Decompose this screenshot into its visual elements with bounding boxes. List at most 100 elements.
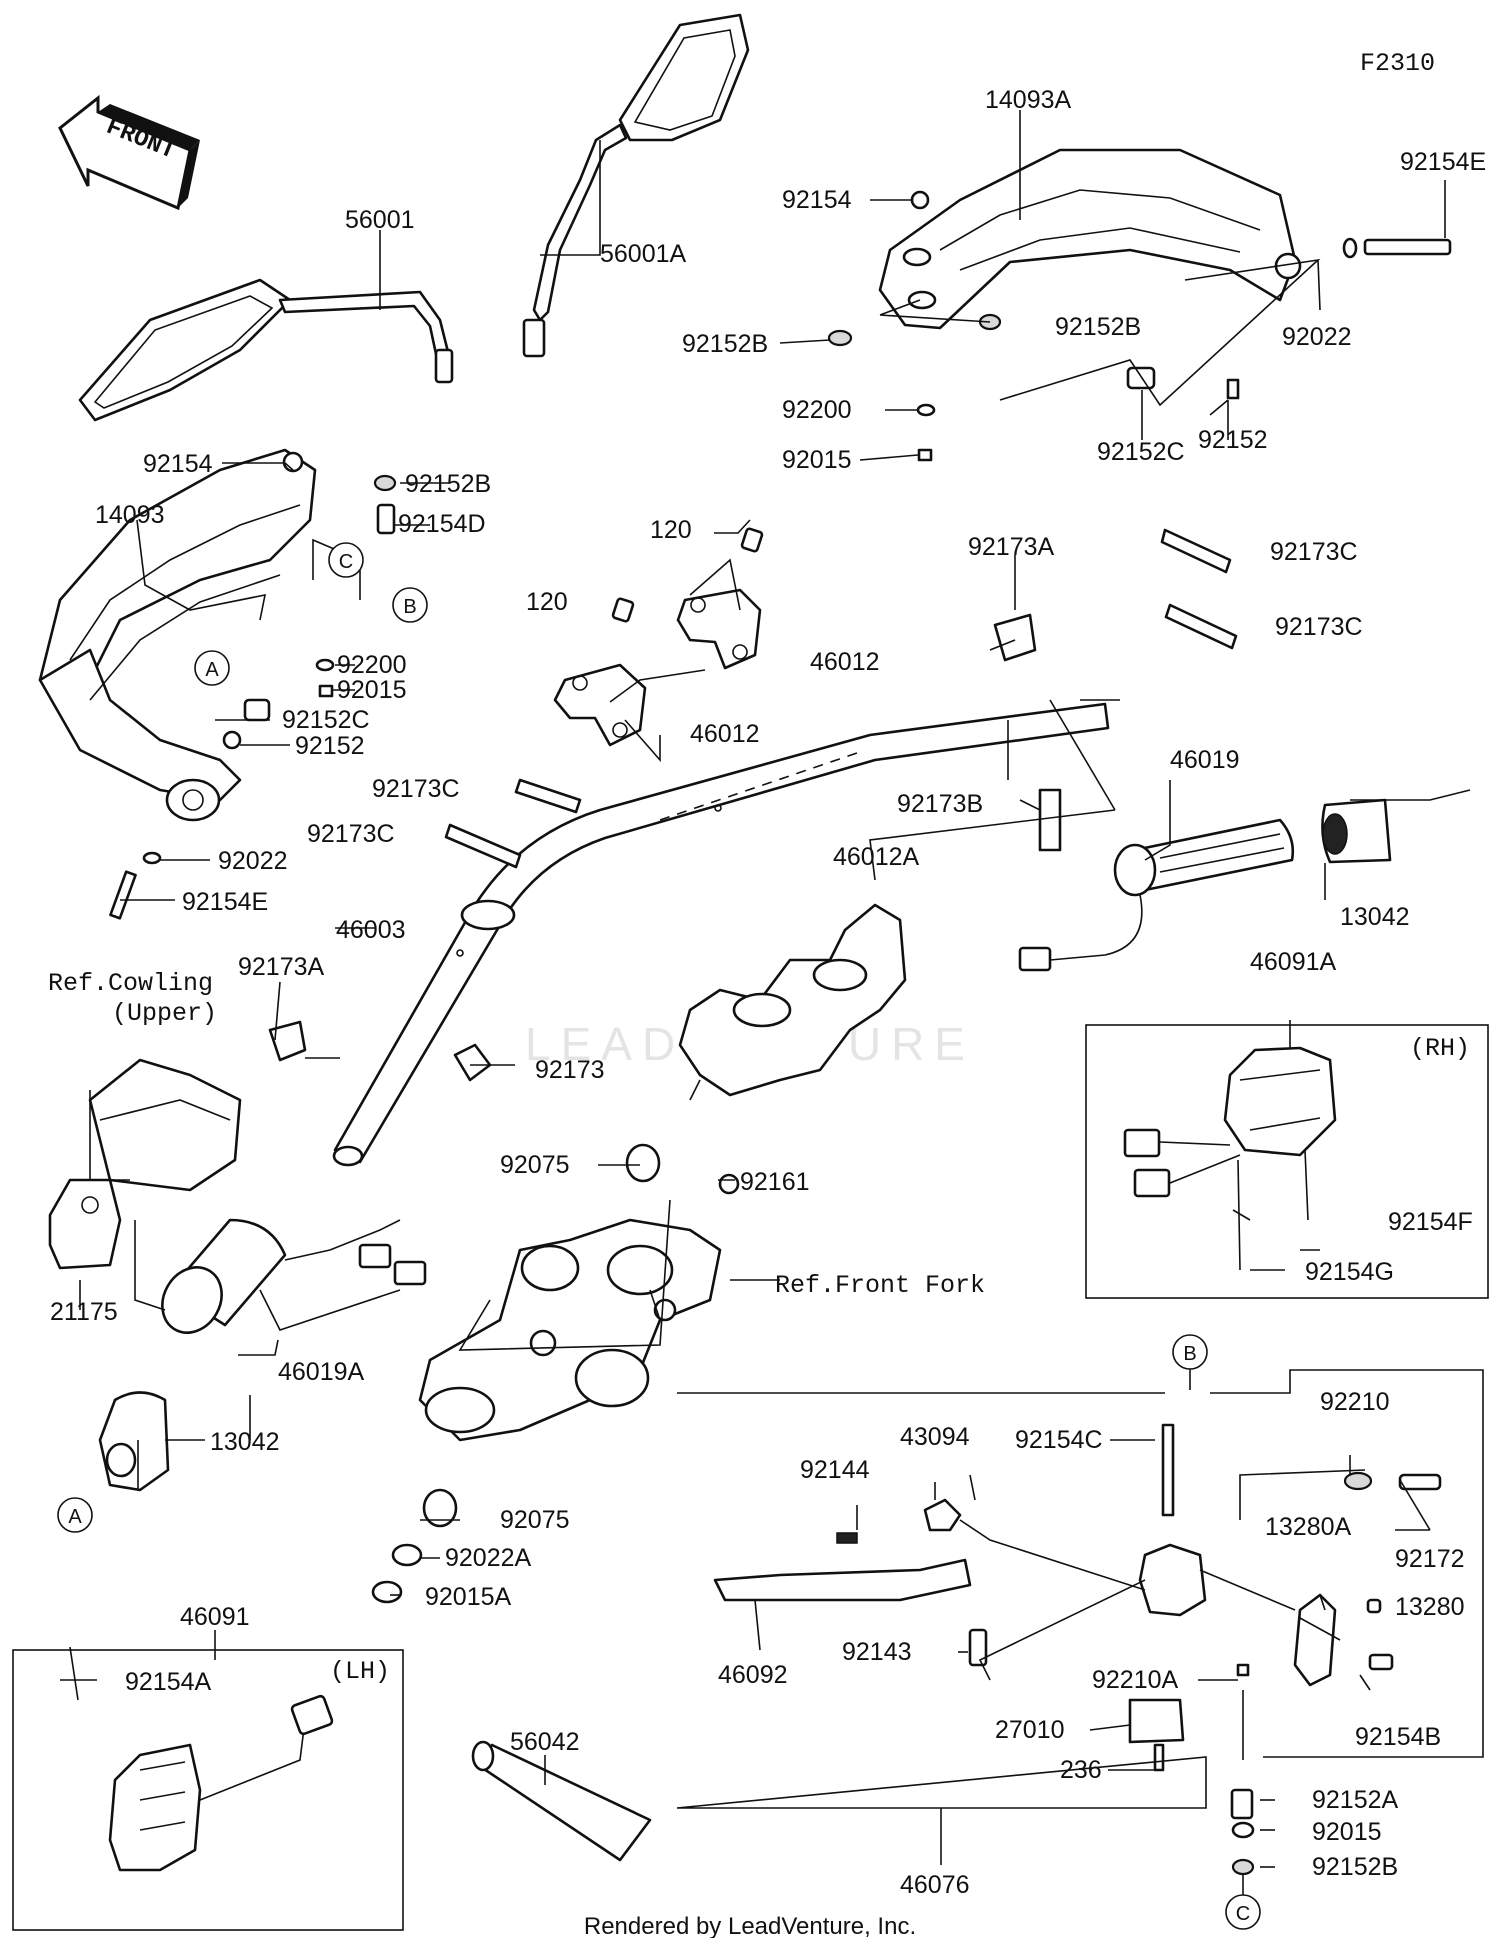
label-46003: 46003 <box>336 916 406 944</box>
lh-switch-box <box>12 1649 404 1931</box>
callout-c-top: C <box>328 542 364 578</box>
label-92173c-right-2: 92173C <box>1275 613 1363 641</box>
label-236: 236 <box>1060 1756 1102 1784</box>
throttle-grip <box>1018 818 1295 972</box>
label-92154-left: 92154 <box>143 450 213 478</box>
svg-text:C: C <box>1236 1903 1250 1925</box>
figure-code: F2310 <box>1360 49 1435 78</box>
label-120-b: 120 <box>526 588 568 616</box>
label-92154d: 92154D <box>398 510 486 538</box>
label-92154g: 92154G <box>1305 1258 1394 1286</box>
cowling-bracket <box>88 1058 242 1192</box>
label-46091: 46091 <box>180 1603 250 1631</box>
upper-fork-bracket <box>418 1218 722 1442</box>
leader-lines <box>60 110 1471 1895</box>
ref-cowling-upper: (Upper) <box>112 999 217 1028</box>
label-92144: 92144 <box>800 1456 870 1484</box>
label-46012-a: 46012 <box>810 648 880 676</box>
switch-21175 <box>48 1178 122 1270</box>
svg-text:A: A <box>68 1506 82 1528</box>
label-46012a: 46012A <box>833 843 920 871</box>
label-92152-left: 92152 <box>295 732 365 760</box>
label-92022-left: 92022 <box>218 847 288 875</box>
brake-lever-group <box>713 1423 1442 1876</box>
label-92200-top: 92200 <box>782 396 852 424</box>
label-46019a: 46019A <box>278 1358 365 1386</box>
label-92154f: 92154F <box>1388 1208 1473 1236</box>
label-92015-left: 92015 <box>337 676 407 704</box>
label-92152b-top-left: 92152B <box>682 330 768 358</box>
label-92210a: 92210A <box>1092 1666 1179 1694</box>
label-14093: 14093 <box>95 501 165 529</box>
label-92154b: 92154B <box>1355 1723 1441 1751</box>
callout-c-bottom: C <box>1225 1894 1261 1930</box>
label-21175: 21175 <box>50 1298 118 1326</box>
label-92152-top: 92152 <box>1198 426 1268 454</box>
label-14093a: 14093A <box>985 86 1072 114</box>
clamp-upper-left <box>553 597 647 747</box>
label-92022a: 92022A <box>445 1544 532 1572</box>
callout-b-bottom: B <box>1172 1334 1208 1370</box>
label-92143: 92143 <box>842 1638 912 1666</box>
hand-guard-right <box>878 148 1302 330</box>
label-92200-left: 92200 <box>337 651 407 679</box>
label-92161: 92161 <box>740 1168 810 1196</box>
label-92154e-left: 92154E <box>182 888 268 916</box>
hardware <box>109 190 1452 1604</box>
label-56001: 56001 <box>345 206 415 234</box>
label-27010: 27010 <box>995 1716 1065 1744</box>
footer-credit: Rendered by LeadVenture, Inc. <box>584 1913 916 1938</box>
label-92154e-top: 92154E <box>1400 148 1486 176</box>
grip-left <box>161 1218 427 1334</box>
label-92173a-top: 92173A <box>968 533 1055 561</box>
label-92152c-left: 92152C <box>282 706 370 734</box>
label-92154a: 92154A <box>125 1668 212 1696</box>
label-92154-top: 92154 <box>782 186 852 214</box>
label-13280: 13280 <box>1395 1593 1465 1621</box>
svg-text:C: C <box>339 551 353 573</box>
label-46012-b: 46012 <box>690 720 760 748</box>
rh-box-tag: (RH) <box>1410 1034 1470 1063</box>
label-92152b-top-right: 92152B <box>1055 313 1141 341</box>
label-92075-top: 92075 <box>500 1151 570 1179</box>
label-92015-top: 92015 <box>782 446 852 474</box>
mirror-right <box>522 13 750 358</box>
label-92172: 92172 <box>1395 1545 1465 1573</box>
switch-left-lh <box>69 1646 334 1872</box>
label-13042-left: 13042 <box>210 1428 280 1456</box>
clamp-upper-right <box>676 527 764 670</box>
label-92173c-left-2: 92173C <box>307 820 395 848</box>
label-92152a: 92152A <box>1312 1786 1399 1814</box>
label-92152c-top: 92152C <box>1097 438 1185 466</box>
label-92015a: 92015A <box>425 1583 512 1611</box>
label-43094: 43094 <box>900 1423 970 1451</box>
ref-front-fork: Ref.Front Fork <box>775 1271 985 1300</box>
part-labels: 56001 56001A 14093A 92154E 92154 92152B … <box>50 86 1486 1899</box>
label-46091a: 46091A <box>1250 948 1337 976</box>
callout-b-top: B <box>392 587 428 623</box>
handlebar-holder <box>678 903 907 1101</box>
label-92173c-left-1: 92173C <box>372 775 460 803</box>
label-92210: 92210 <box>1320 1388 1390 1416</box>
label-120-a: 120 <box>650 516 692 544</box>
label-92152b-left: 92152B <box>405 470 491 498</box>
label-92075-bottom: 92075 <box>500 1506 570 1534</box>
switch-right-rh <box>1123 1046 1337 1271</box>
label-92152b-bottom: 92152B <box>1312 1853 1398 1881</box>
callout-a-bottom: A <box>57 1497 93 1533</box>
label-92173a-left: 92173A <box>238 953 325 981</box>
callout-a-top: A <box>194 650 230 686</box>
bar-end-right <box>1321 798 1392 864</box>
svg-text:B: B <box>403 596 416 618</box>
label-13280a: 13280A <box>1265 1513 1352 1541</box>
hand-guard-left <box>38 448 317 822</box>
label-56001a: 56001A <box>600 240 687 268</box>
label-92022-top: 92022 <box>1282 323 1352 351</box>
label-46092: 46092 <box>718 1661 788 1689</box>
label-92173c-right-1: 92173C <box>1270 538 1358 566</box>
rh-switch-box <box>1085 1024 1489 1299</box>
ref-cowling: Ref.Cowling <box>48 969 213 998</box>
front-arrow-icon: FRONT <box>58 94 200 211</box>
lh-box-tag: (LH) <box>330 1657 390 1686</box>
